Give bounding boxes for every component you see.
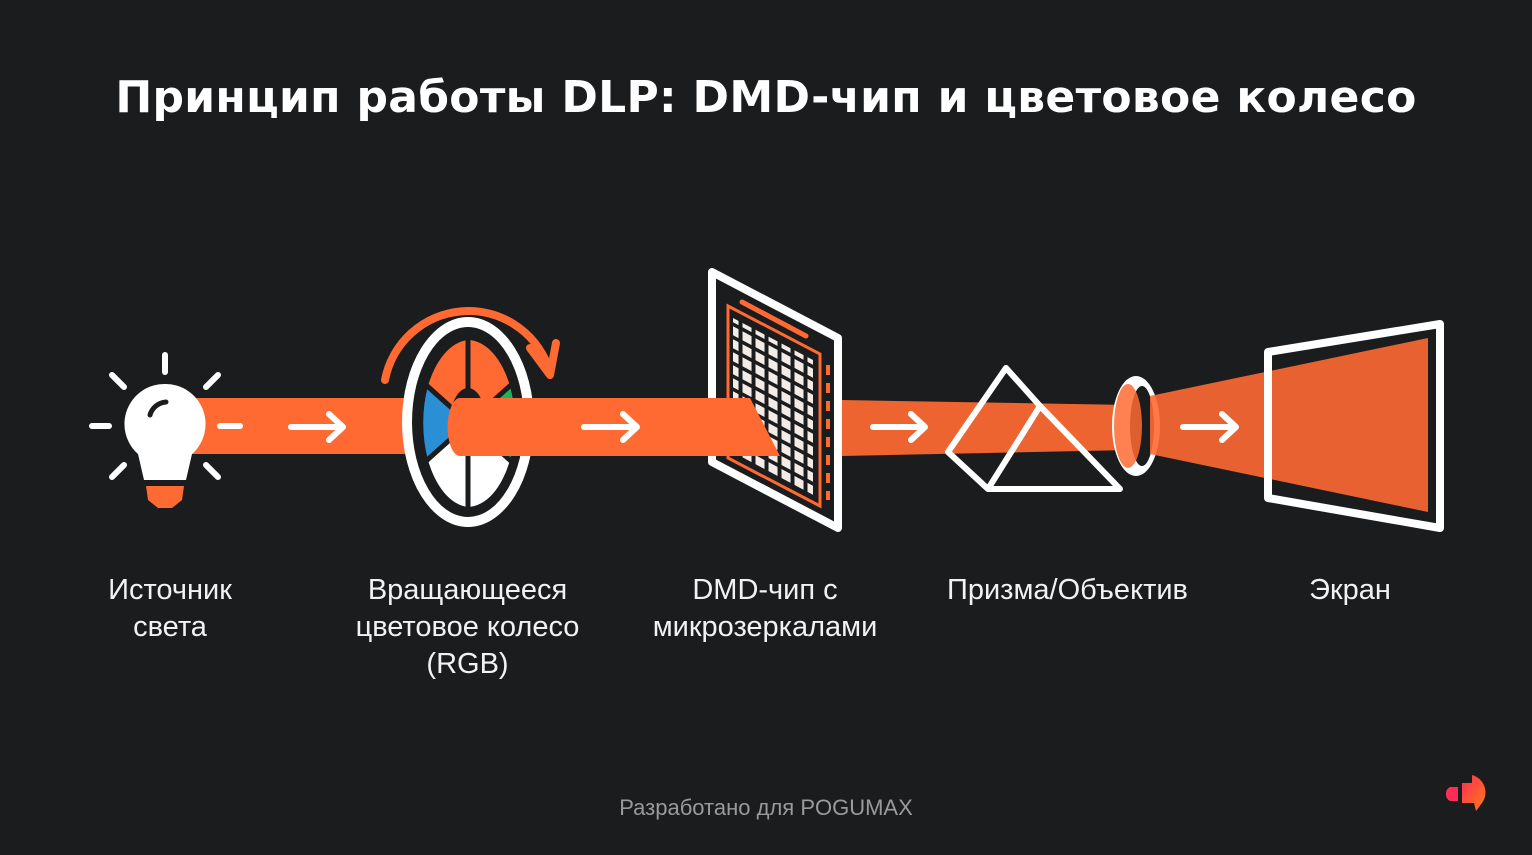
footer-credit: Разработано для POGUMAX xyxy=(619,795,913,820)
stage-label-screen: Экран xyxy=(1270,572,1430,609)
label-line: микрозеркалами xyxy=(652,611,878,643)
projection-beam xyxy=(1150,338,1428,512)
dmd-chip-icon xyxy=(700,268,842,532)
stage-label-light-source: Источник света xyxy=(70,572,270,646)
lightbulb-icon xyxy=(89,352,243,508)
prism-icon xyxy=(945,365,1123,492)
label-line: Вращающееся xyxy=(367,574,568,606)
lens-icon xyxy=(1112,376,1160,476)
stage-label-prism-lens: Призма/Объектив xyxy=(920,572,1215,609)
screen-icon xyxy=(1264,320,1444,532)
stage-label-dmd-chip: DMD-чип с микрозеркалами xyxy=(630,572,900,646)
label-line: (RGB) xyxy=(426,648,509,680)
label-line: цветовое колесо xyxy=(355,611,580,643)
label-line: света xyxy=(133,611,207,643)
label-line: Источник xyxy=(108,574,232,606)
label-line: DMD-чип с xyxy=(692,574,838,606)
label-line: Экран xyxy=(1309,574,1391,606)
page-title: Принцип работы DLP: DMD-чип и цветовое к… xyxy=(115,72,1417,123)
pogumax-logo-icon xyxy=(1446,775,1486,811)
stage-label-color-wheel: Вращающееся цветовое колесо (RGB) xyxy=(330,572,605,683)
arrow-icon xyxy=(288,411,1239,443)
label-line: Призма/Объектив xyxy=(947,574,1188,606)
